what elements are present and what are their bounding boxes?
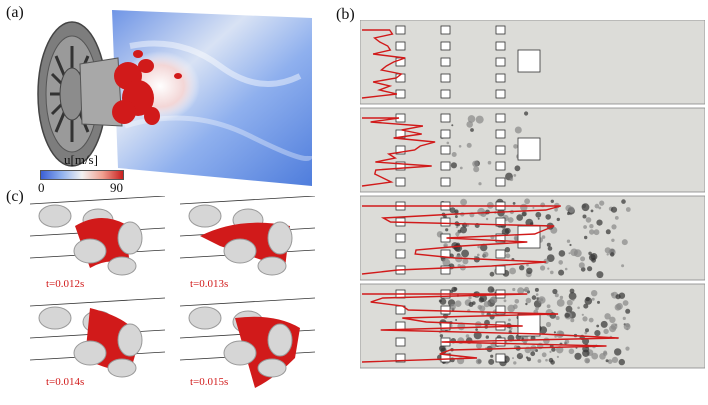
snapshot-3 <box>30 297 166 378</box>
panel-label-a: (a) <box>6 4 24 21</box>
time-label-1: t=0.012s <box>46 278 85 290</box>
panel-c-snapshots <box>30 196 316 388</box>
colorbar-min: 0 <box>38 180 45 195</box>
colorbar-max: 90 <box>110 180 123 195</box>
time-label-2: t=0.013s <box>190 278 229 290</box>
snapshot-2 <box>179 196 316 276</box>
colorbar-title: u[m/s] <box>64 152 98 167</box>
flame-surface <box>112 50 182 125</box>
panel-b-slices <box>360 20 705 369</box>
slice-2 <box>360 107 705 193</box>
colorbar <box>40 170 124 180</box>
slice-4 <box>360 283 705 369</box>
snapshot-1 <box>30 196 166 276</box>
time-label-3: t=0.014s <box>46 376 85 388</box>
slice-3 <box>360 195 705 281</box>
snapshot-4 <box>179 297 316 388</box>
panel-label-c: (c) <box>6 188 24 205</box>
panel-a-render <box>37 10 313 186</box>
time-label-4: t=0.015s <box>190 376 229 388</box>
panel-label-b: (b) <box>336 6 355 23</box>
slice-1 <box>360 20 705 105</box>
